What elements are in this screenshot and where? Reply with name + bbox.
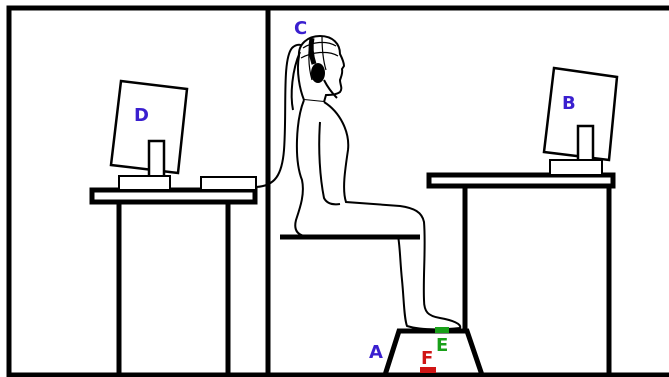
label-c: C — [294, 18, 307, 39]
marker-e — [435, 327, 449, 333]
label-d: D — [134, 105, 149, 126]
amplifier-box — [201, 177, 256, 190]
monitor-b — [544, 68, 617, 176]
monitor-d — [111, 81, 187, 190]
label-a: A — [369, 342, 383, 363]
left-desk — [92, 190, 255, 375]
electrode-cable — [256, 45, 304, 187]
label-b: B — [562, 93, 576, 114]
label-e: E — [436, 335, 448, 356]
label-f: F — [421, 348, 433, 369]
